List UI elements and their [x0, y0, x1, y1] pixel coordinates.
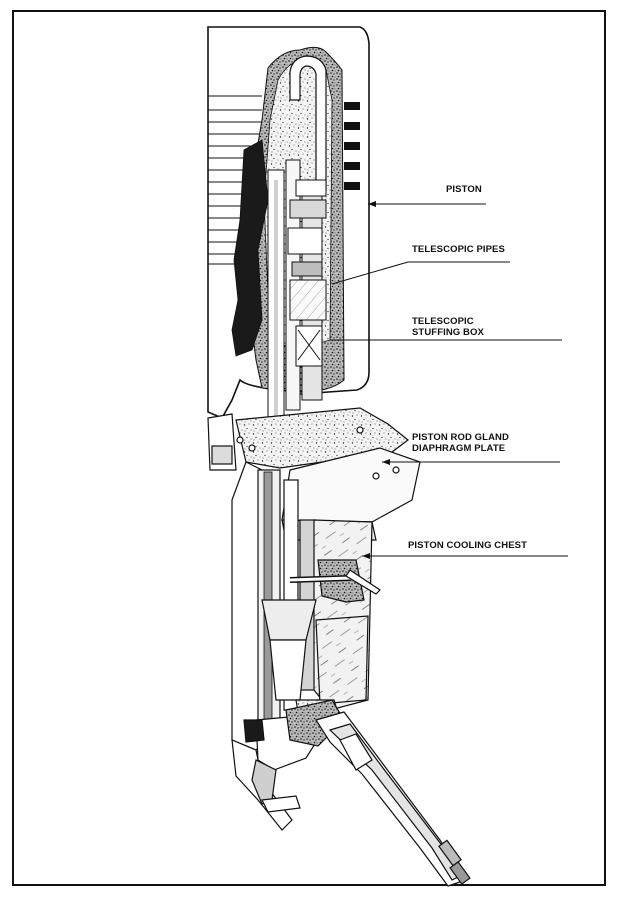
telescopic-pipe-assembly — [267, 159, 327, 431]
label-piston-rod-gland-diaphragm-plate: PISTON ROD GLAND DIAPHRAGM PLATE — [412, 432, 509, 454]
label-telescopic-pipes: TELESCOPIC PIPES — [412, 244, 505, 255]
leader-arrow-cooling-chest — [362, 553, 370, 559]
label-line: PISTON ROD GLAND — [412, 432, 509, 443]
label-piston-cooling-chest: PISTON COOLING CHEST — [408, 540, 527, 551]
leader-line-telescopic-pipes — [331, 261, 409, 285]
leader-arrow-piston — [368, 201, 376, 207]
label-line: TELESCOPIC — [412, 316, 474, 327]
leader-lines — [330, 201, 568, 559]
label-piston: PISTON — [446, 184, 482, 195]
label-line: TELESCOPIC PIPES — [412, 244, 505, 255]
label-line: PISTON — [446, 184, 482, 195]
page-frame — [12, 10, 606, 886]
piston-rod-and-cooling-chest — [231, 461, 381, 751]
label-line: DIAPHRAGM PLATE — [412, 443, 506, 454]
label-line: PISTON COOLING CHEST — [408, 540, 528, 551]
gland-diaphragm-plate — [207, 407, 421, 541]
leader-arrow-diaphragm-plate — [382, 459, 390, 465]
label-line: STUFFING BOX — [412, 327, 484, 338]
label-telescopic-stuffing-box: TELESCOPIC STUFFING BOX — [412, 316, 484, 338]
lower-telescopic-tube — [231, 699, 471, 887]
